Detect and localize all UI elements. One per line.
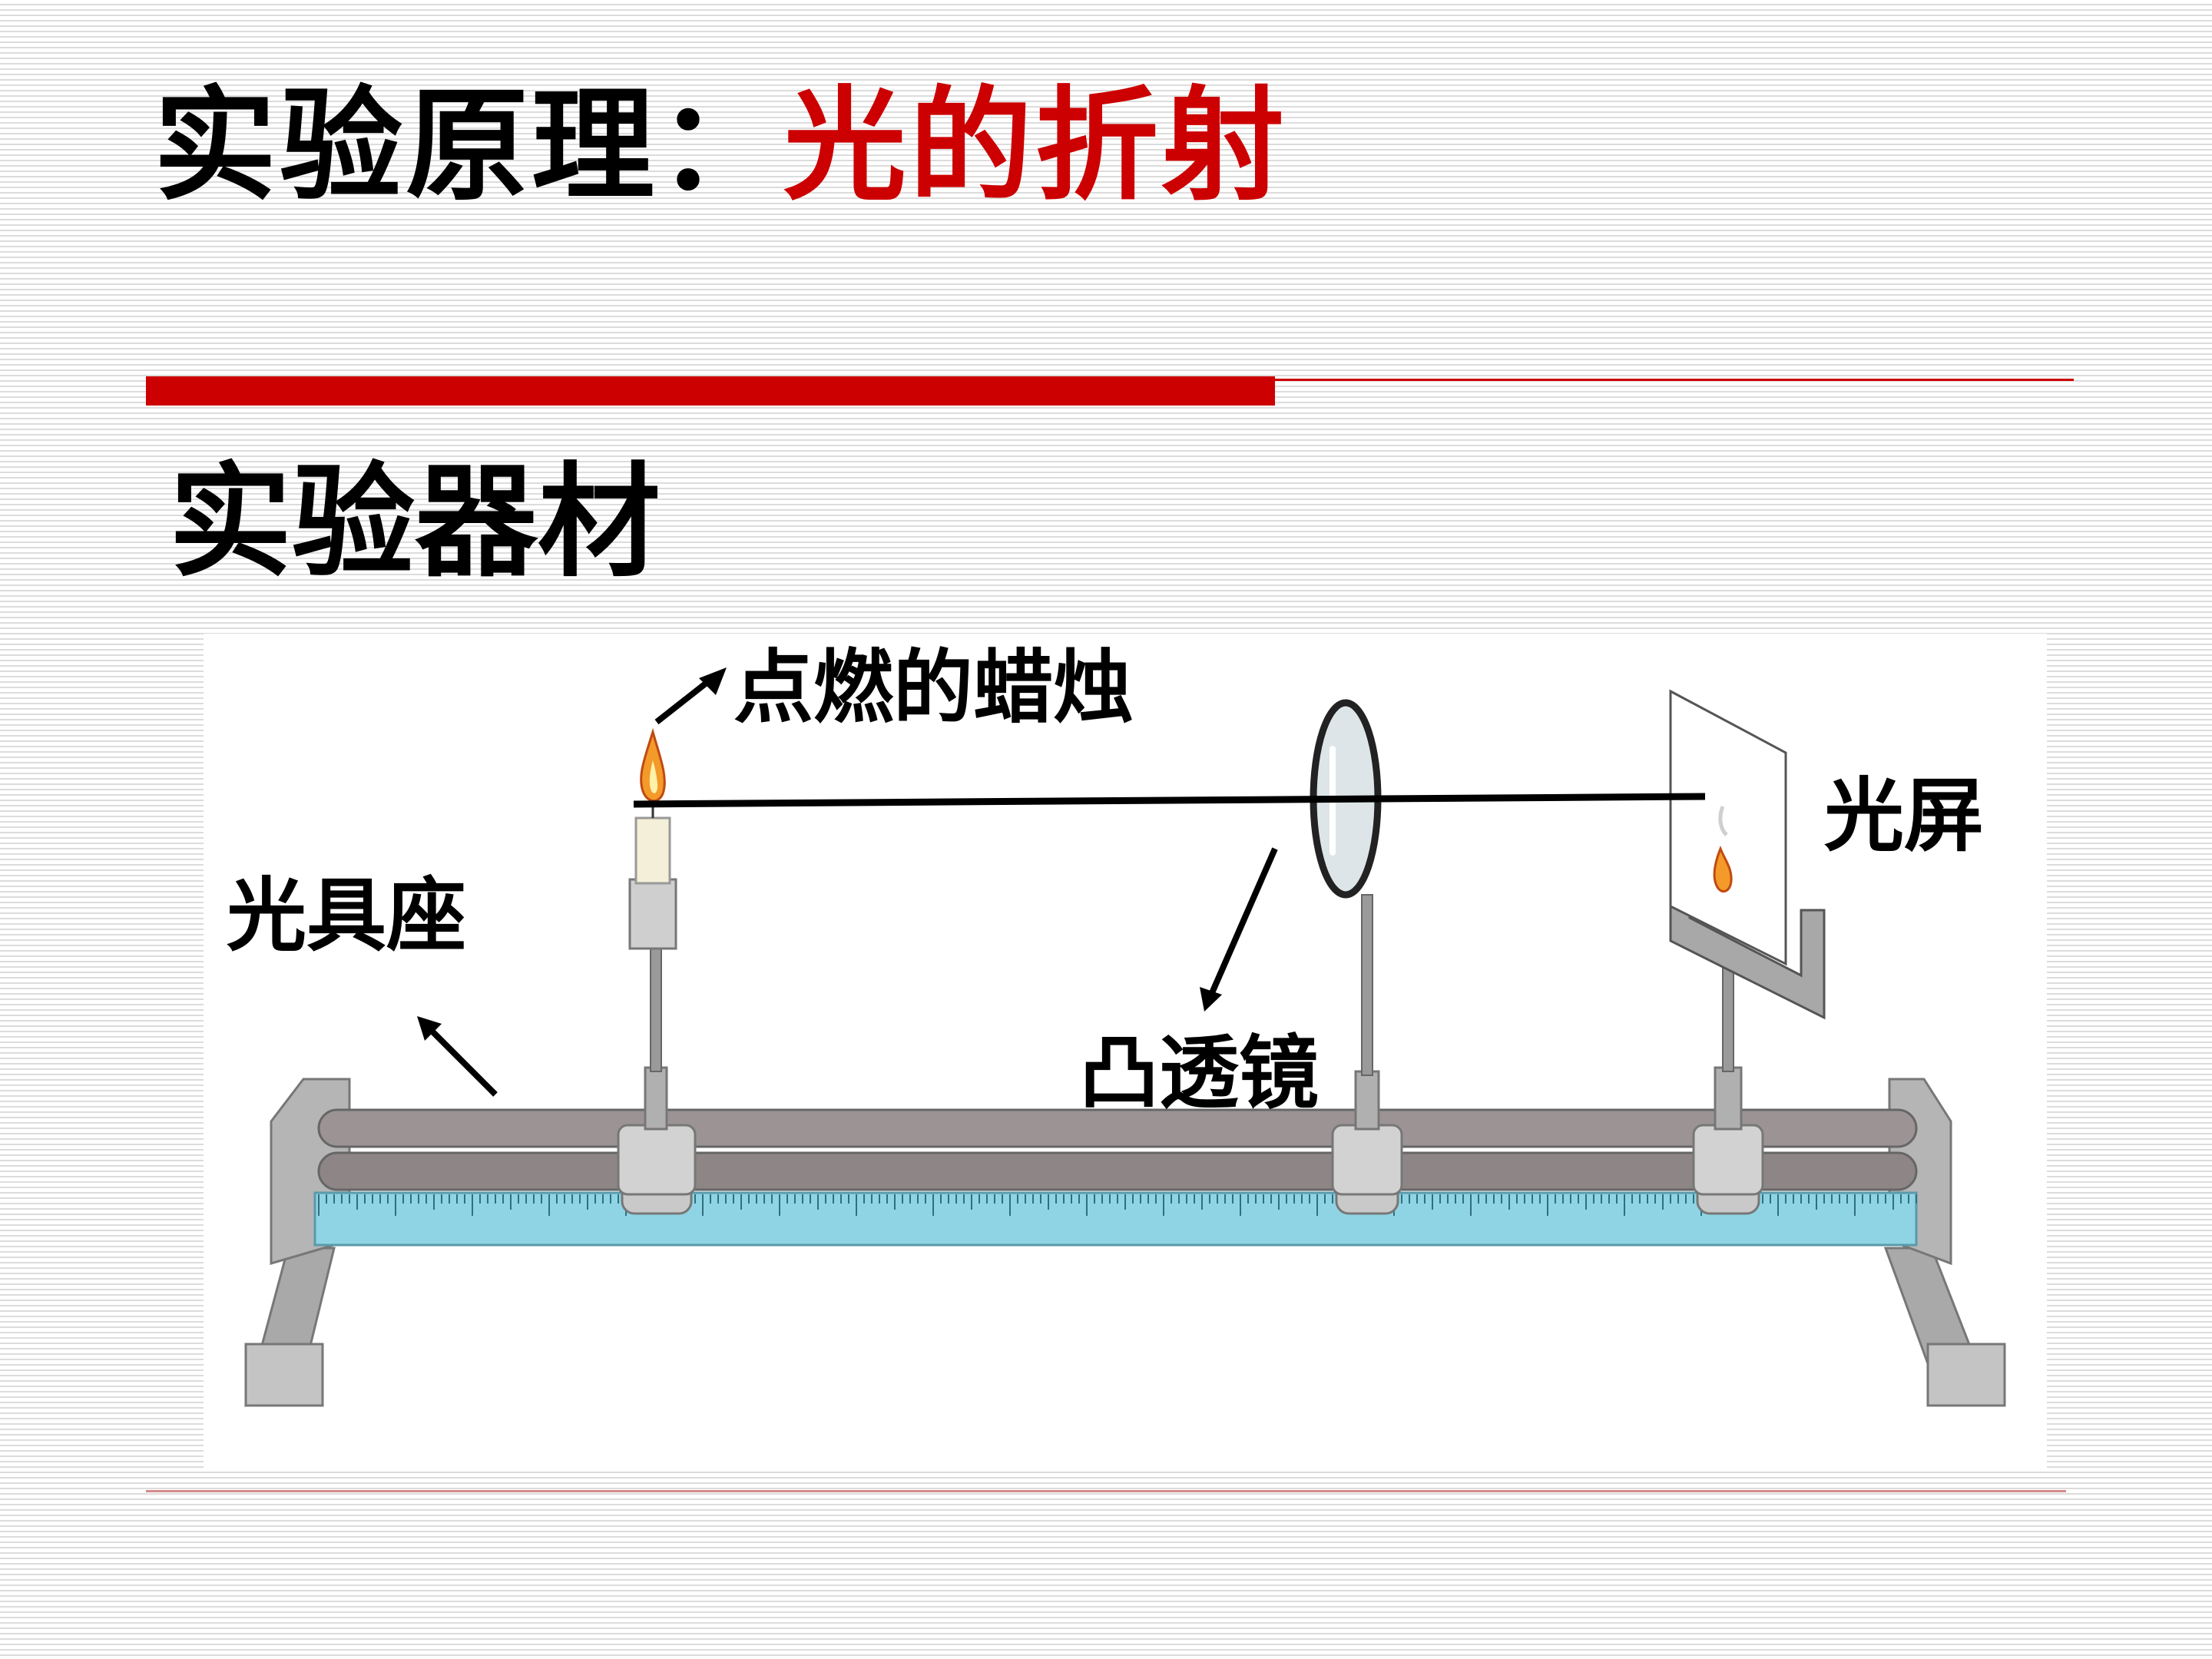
screen-holder-base: [1692, 1124, 1764, 1196]
screen-holder-collar: [1714, 1066, 1743, 1131]
principal-axis-line: [633, 793, 1706, 808]
lens-pointer-line: [1208, 847, 1278, 996]
title-divider-thick: [146, 376, 1275, 406]
label-bench: 光具座: [227, 869, 467, 962]
lens-holder-collar: [1354, 1070, 1380, 1131]
bench-rail-upper: [317, 1108, 1918, 1148]
bench-right-foot: [1926, 1343, 2006, 1407]
slide-title: 实验原理：光的折射: [154, 84, 1287, 207]
section-heading: 实验器材: [169, 450, 661, 594]
label-lens: 凸透镜: [1079, 1026, 1320, 1120]
bench-pointer-head: [417, 1016, 442, 1041]
screen-image-flame: [1713, 845, 1733, 893]
footer-divider: [146, 1490, 2066, 1492]
bench-left-foot: [244, 1343, 324, 1407]
title-lead: 实验原理：: [154, 74, 784, 217]
lens-holder-base: [1331, 1124, 1403, 1196]
candle-cup: [628, 878, 677, 950]
optical-bench-illustration: [204, 634, 2047, 1471]
bench-rail-lower: [317, 1151, 1918, 1191]
candle-pointer-line: [654, 677, 713, 725]
light-screen: [1669, 689, 1787, 966]
candle-holder-collar: [644, 1066, 668, 1131]
candle-flame-core: [649, 760, 658, 793]
candle-pointer-head: [699, 667, 727, 695]
screen-image-glow: [1718, 806, 1728, 836]
apparatus-diagram: 点燃的蜡烛 光屏 光具座 凸透镜: [204, 634, 2047, 1471]
lens-holder-rod: [1361, 894, 1373, 1076]
title-highlight: 光的折射: [783, 74, 1288, 217]
candle-holder-base: [617, 1124, 697, 1196]
title-divider-thin: [1275, 379, 2074, 381]
screen-holder-rod: [1722, 967, 1734, 1072]
bench-scale: [313, 1191, 1918, 1247]
label-candle: 点燃的蜡烛: [733, 641, 1134, 734]
lens-pointer-head: [1200, 987, 1222, 1012]
candle-holder-rod: [650, 944, 662, 1072]
label-screen: 光屏: [1824, 769, 1985, 863]
bench-pointer-line: [430, 1029, 498, 1097]
candle-body: [634, 816, 671, 885]
